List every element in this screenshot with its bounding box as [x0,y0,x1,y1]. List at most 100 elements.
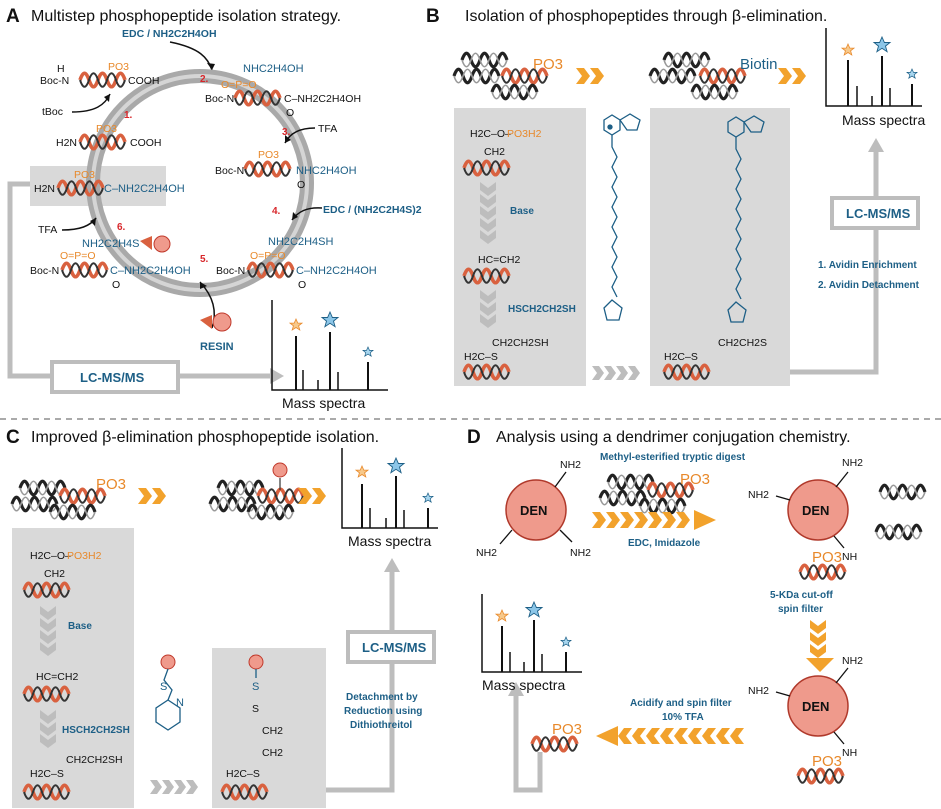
c-gchev-4 [186,780,198,794]
d-den-2-nh2-2: NH2 [748,489,769,501]
d-arrowhead-1 [694,510,716,530]
d-den-3-pep [796,767,845,785]
d-acidify-1: Acidify and spin filter [630,698,732,709]
step-1: 1. [124,110,133,121]
b-ch2: CH2 [484,146,505,158]
b-flow-arrowhead [868,138,884,152]
d-den-3-nh2-1: NH2 [842,655,863,667]
d-den-2 [787,479,849,541]
a-br-boc: Boc-N [216,265,245,277]
b-lcms-label: LC-MS/MS [846,206,911,221]
a-lcms-box [50,360,180,394]
a-br-nhsh: NH2C2H4SH [268,236,333,248]
b-ch2ch2s: CH2CH2S [718,337,767,349]
c-chevron-2 [152,488,166,504]
d-den-3-arm-2 [775,691,791,697]
a-left-po3: PO3 [96,123,117,135]
panel-c-title: Improved β-elimination phosphopeptide is… [31,429,379,446]
d-cutoff-1: 5-KDa cut-off [770,590,833,601]
c-chevron-4 [312,488,326,504]
c-right-s-1: S [252,681,259,693]
c-h2cs: H2C–S [30,768,64,780]
arrow-step-2 [169,41,213,71]
c-left-box [12,528,134,808]
c-detach-3: Dithiothreitol [350,720,412,731]
b-pep-1 [460,51,509,69]
arrowhead-tboc [104,94,110,102]
arrowhead-tfa-right [285,135,291,143]
c-n: N [176,697,184,709]
d-lchev-1 [618,728,632,744]
d-lchev-5 [674,728,688,744]
b-pep-5 [662,51,711,69]
d-lchev-9 [730,728,744,744]
arrowhead-resin [200,282,207,289]
c-po3: PO3 [96,476,126,493]
d-den-2-arm-2 [775,495,791,501]
resin-label: RESIN [200,341,234,353]
d-pep-4 [638,497,687,515]
d-den-3-arm-3 [833,731,845,745]
d-den-1-arm-1 [554,471,567,488]
step-3: 3. [282,127,291,138]
d-den-3 [787,675,849,737]
d-arrowhead-left [596,726,618,746]
resin-linker [200,315,212,329]
a-tboc: tBoc [42,106,63,118]
d-den-2-arm-1 [835,471,849,488]
c-ch2: CH2 [44,568,65,580]
d-po3-1: PO3 [680,471,710,488]
panel-c-letter: C [6,427,20,448]
b-biotin-molecule-free [603,113,641,321]
panel-a-letter: A [6,6,20,27]
c-ch2o: H2C–O– [30,550,71,562]
d-den-1-arm-3 [499,529,513,545]
b-right-h2cs: H2C–S [664,351,698,363]
b-h2cs: H2C–S [464,351,498,363]
a-left-h2n: H2N [56,137,77,149]
a-bl-boc: Boc-N [30,265,59,277]
arrowhead-step-2 [207,63,215,70]
a-bl-poxo: O=P=O [60,250,96,262]
c-base: Base [68,621,92,632]
arrow-tboc [71,93,111,113]
a-br-o: O [298,279,306,291]
d-pep-1 [606,473,655,491]
b-biotin: Biotin [740,56,778,73]
a2-o: O [286,107,294,119]
b-avidin-2: 2. Avidin Detachment [818,280,920,291]
d-den-1-nh2-2: NH2 [570,547,591,559]
panel-a-title: Multistep phosphopeptide isolation strat… [31,8,341,25]
d-flow-line [513,694,543,793]
a-flow-arrowhead [270,368,284,384]
c-detach-1: Detachment by [346,692,418,703]
d-po3-4: PO3 [552,721,582,738]
b-mass-spectra-label: Mass spectra [842,112,925,128]
arrow-tfa-left [61,217,97,231]
a1-helix [78,71,127,89]
a-bl-helix [60,261,109,279]
b-gchev-3 [616,366,628,380]
d-den-2-arm-3 [833,535,845,549]
d-den-2-nh2-1: NH2 [842,457,863,469]
step-5: 5. [200,254,209,265]
c-gchev-2 [162,780,174,794]
d-chev-4 [634,512,648,528]
b-biotin-molecule-bound [727,115,765,323]
c-right-h2cs: H2C–S [226,768,260,780]
b-avidin-1: 1. Avidin Enrichment [818,260,917,271]
d-den-2-pep [798,563,847,581]
c-gchev-1 [150,780,162,794]
a-box-po3: PO3 [74,169,95,181]
d-down-2 [810,632,826,646]
d-pep-2 [598,489,647,507]
b-lcms-box [830,196,920,230]
c-mass-spectrum [341,448,438,529]
a2-nh-oh: NHC2H4OH [243,63,304,75]
a-tfa-right: TFA [318,123,337,135]
d-lchev-8 [716,728,730,744]
d-den-1-label: DEN [520,503,547,518]
b-pep-4 [490,83,539,101]
b-chevron-4 [792,68,806,84]
